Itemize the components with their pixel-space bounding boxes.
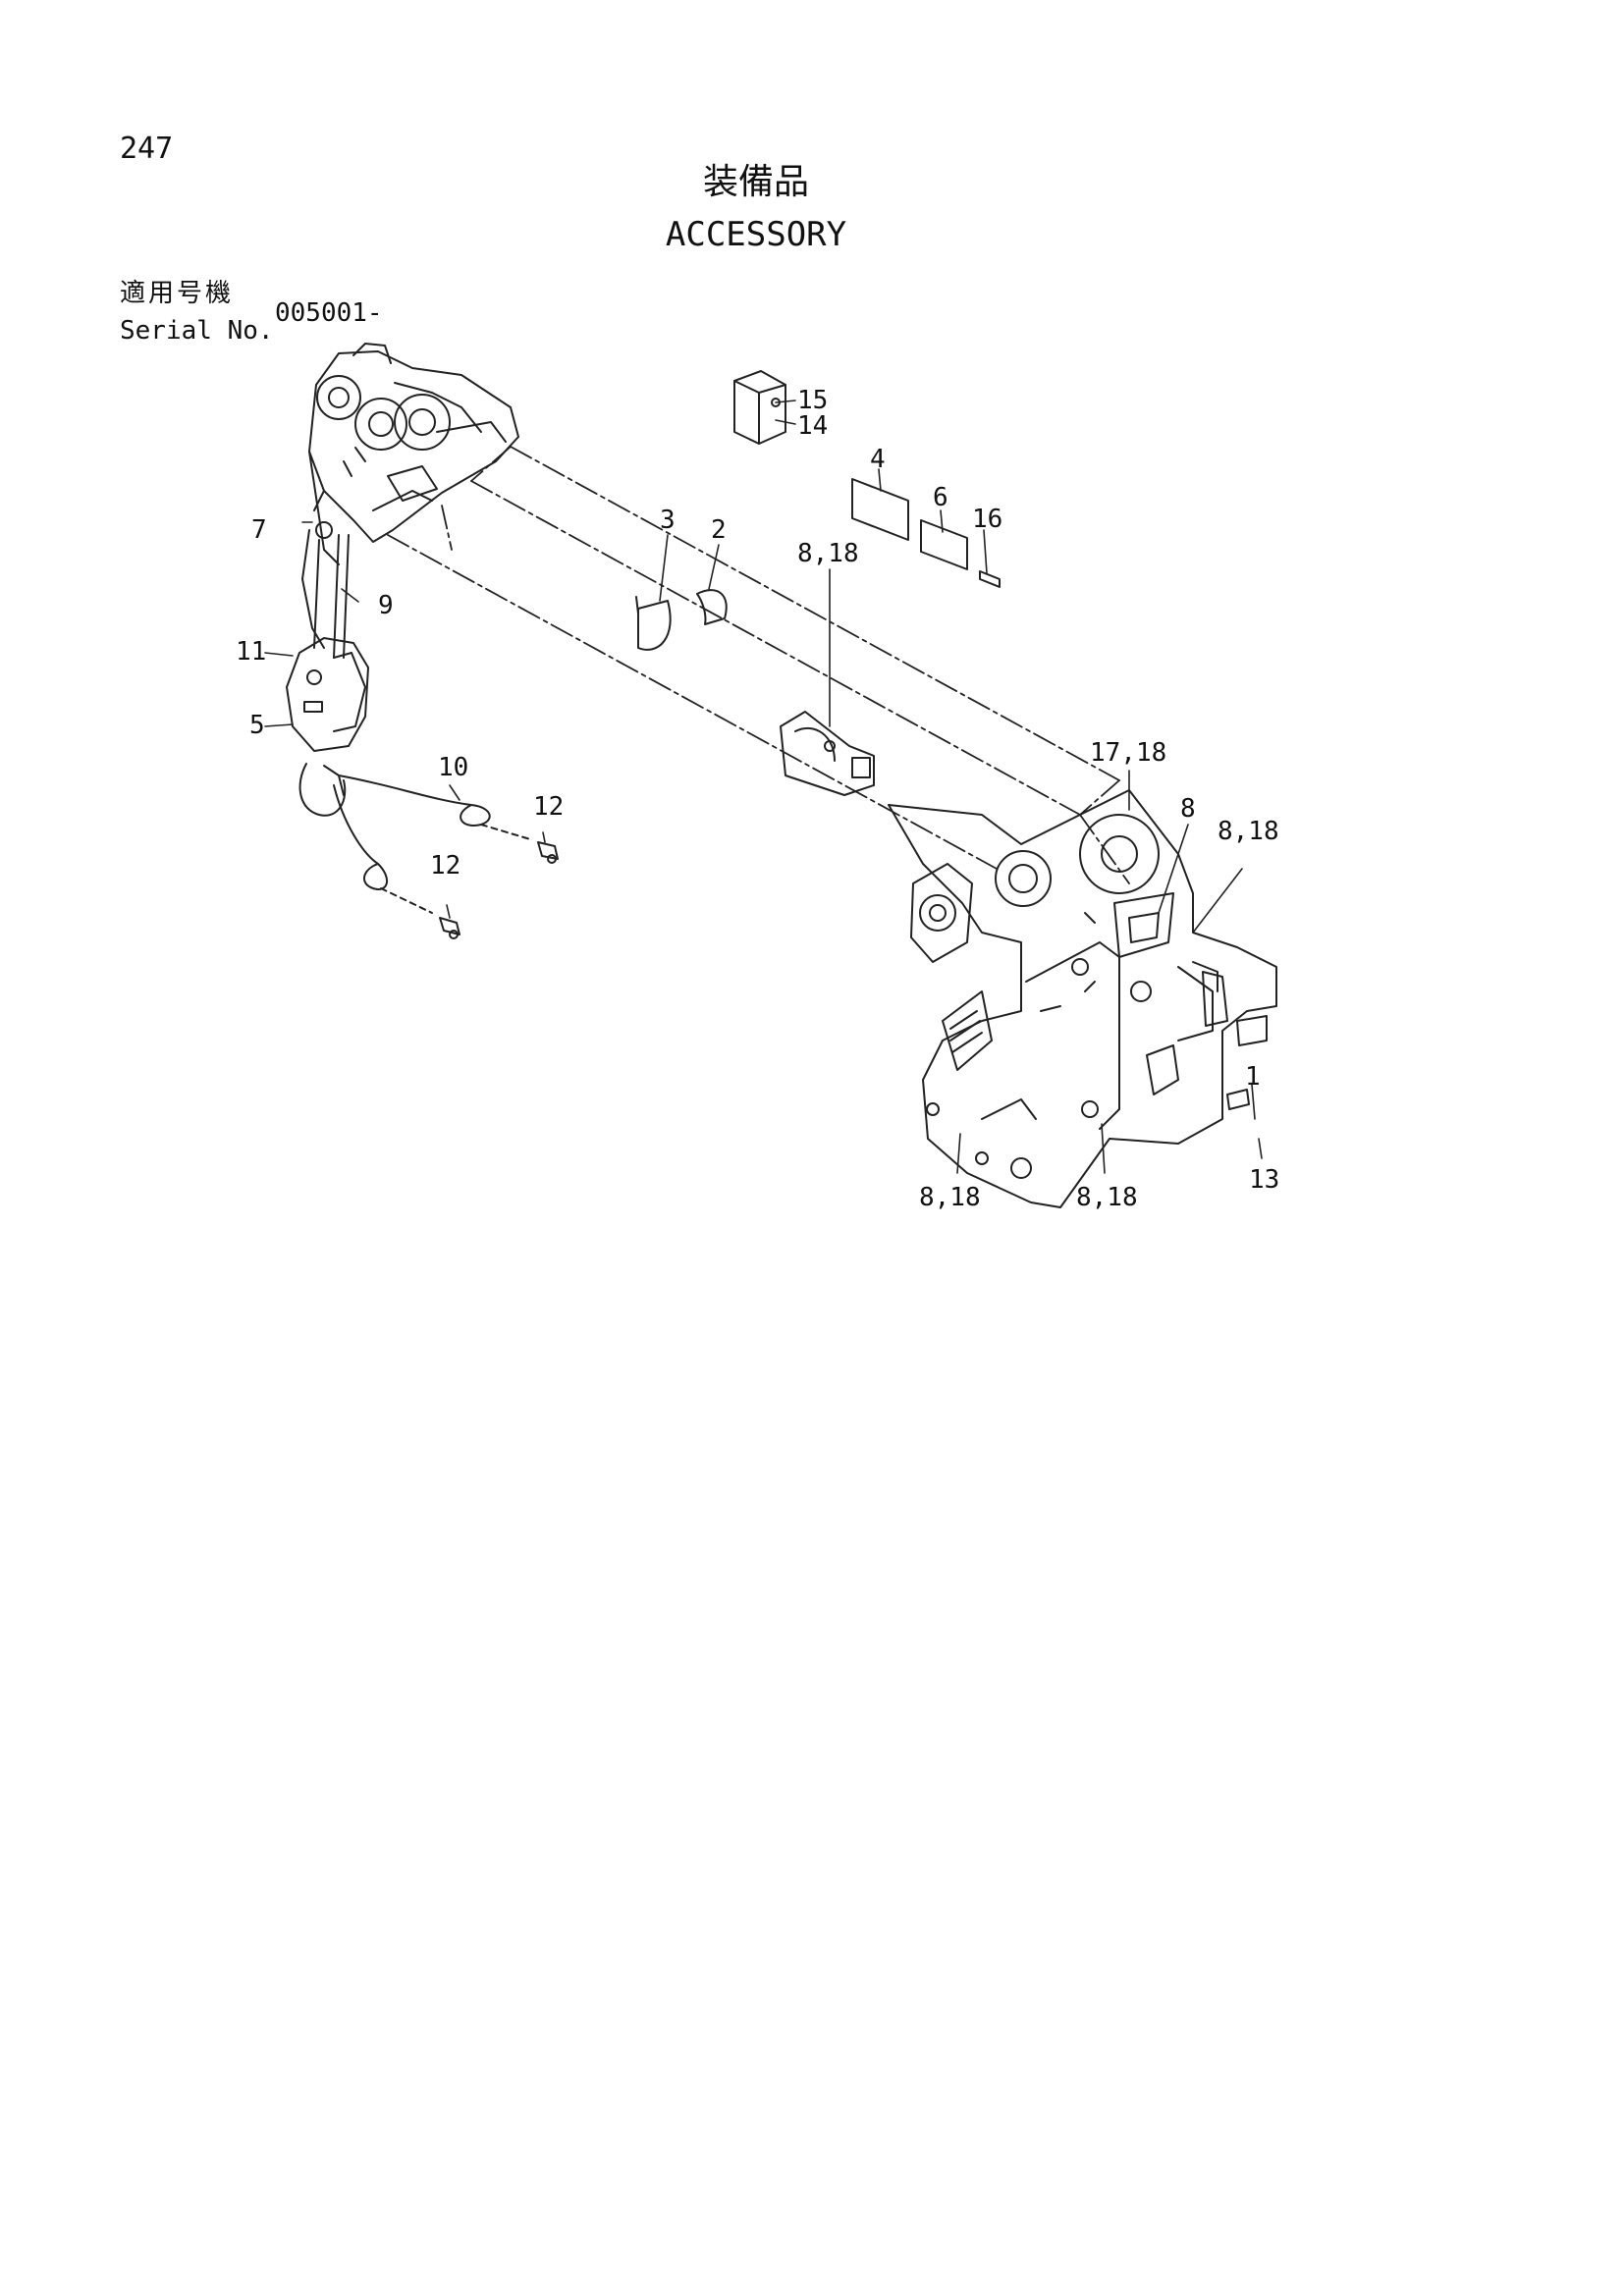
callout-label: 11 <box>236 637 266 667</box>
callout-label: 16 <box>972 505 1002 534</box>
callout-labels: 15 14 4 6 16 3 2 8,18 7 9 11 5 10 12 12 … <box>236 386 1279 1212</box>
boom-outline <box>387 446 1130 884</box>
callout-label: 2 <box>711 515 727 545</box>
callout-label: 8,18 <box>1218 817 1279 846</box>
callout-label: 12 <box>533 792 564 822</box>
callout-label: 13 <box>1249 1165 1279 1195</box>
boom-base <box>888 789 1277 1208</box>
callout-label: 8,18 <box>919 1183 981 1212</box>
callout-label: 7 <box>251 515 267 545</box>
title-english: ACCESSORY <box>665 215 847 254</box>
callout-label: 6 <box>933 483 948 512</box>
boom-head <box>308 343 519 565</box>
callout-label: 5 <box>249 711 265 740</box>
callout-label: 14 <box>797 411 828 441</box>
page-number: 247 <box>120 132 174 166</box>
callout-label: 8,18 <box>797 539 859 568</box>
callout-label: 1 <box>1245 1062 1261 1092</box>
callout-label: 9 <box>378 591 394 620</box>
leader-lines <box>264 400 1263 1174</box>
callout-label: 17,18 <box>1090 738 1166 768</box>
title-japanese: 装備品 <box>702 162 809 202</box>
callout-label: 8 <box>1180 794 1196 824</box>
serial-number-value: 005001- <box>275 298 383 328</box>
boom-mid-bracket <box>780 711 875 796</box>
stickers <box>635 589 728 651</box>
accessory-diagram: 15 14 4 6 16 3 2 8,18 7 9 11 5 10 12 12 … <box>236 343 1279 1212</box>
callout-label: 8,18 <box>1076 1183 1138 1212</box>
callout-label: 10 <box>438 753 468 782</box>
sling-wires <box>333 774 531 914</box>
manual-box <box>733 370 786 445</box>
callout-label: 15 <box>797 386 828 415</box>
serial-label-english: Serial No. <box>120 316 274 346</box>
hook-block <box>286 529 369 817</box>
callout-label: 3 <box>660 506 676 535</box>
shackles <box>439 841 559 939</box>
serial-label-japanese: 適用号機 <box>120 279 235 308</box>
callout-label: 4 <box>870 445 886 474</box>
callout-label: 12 <box>430 851 460 881</box>
decals <box>851 478 1001 588</box>
